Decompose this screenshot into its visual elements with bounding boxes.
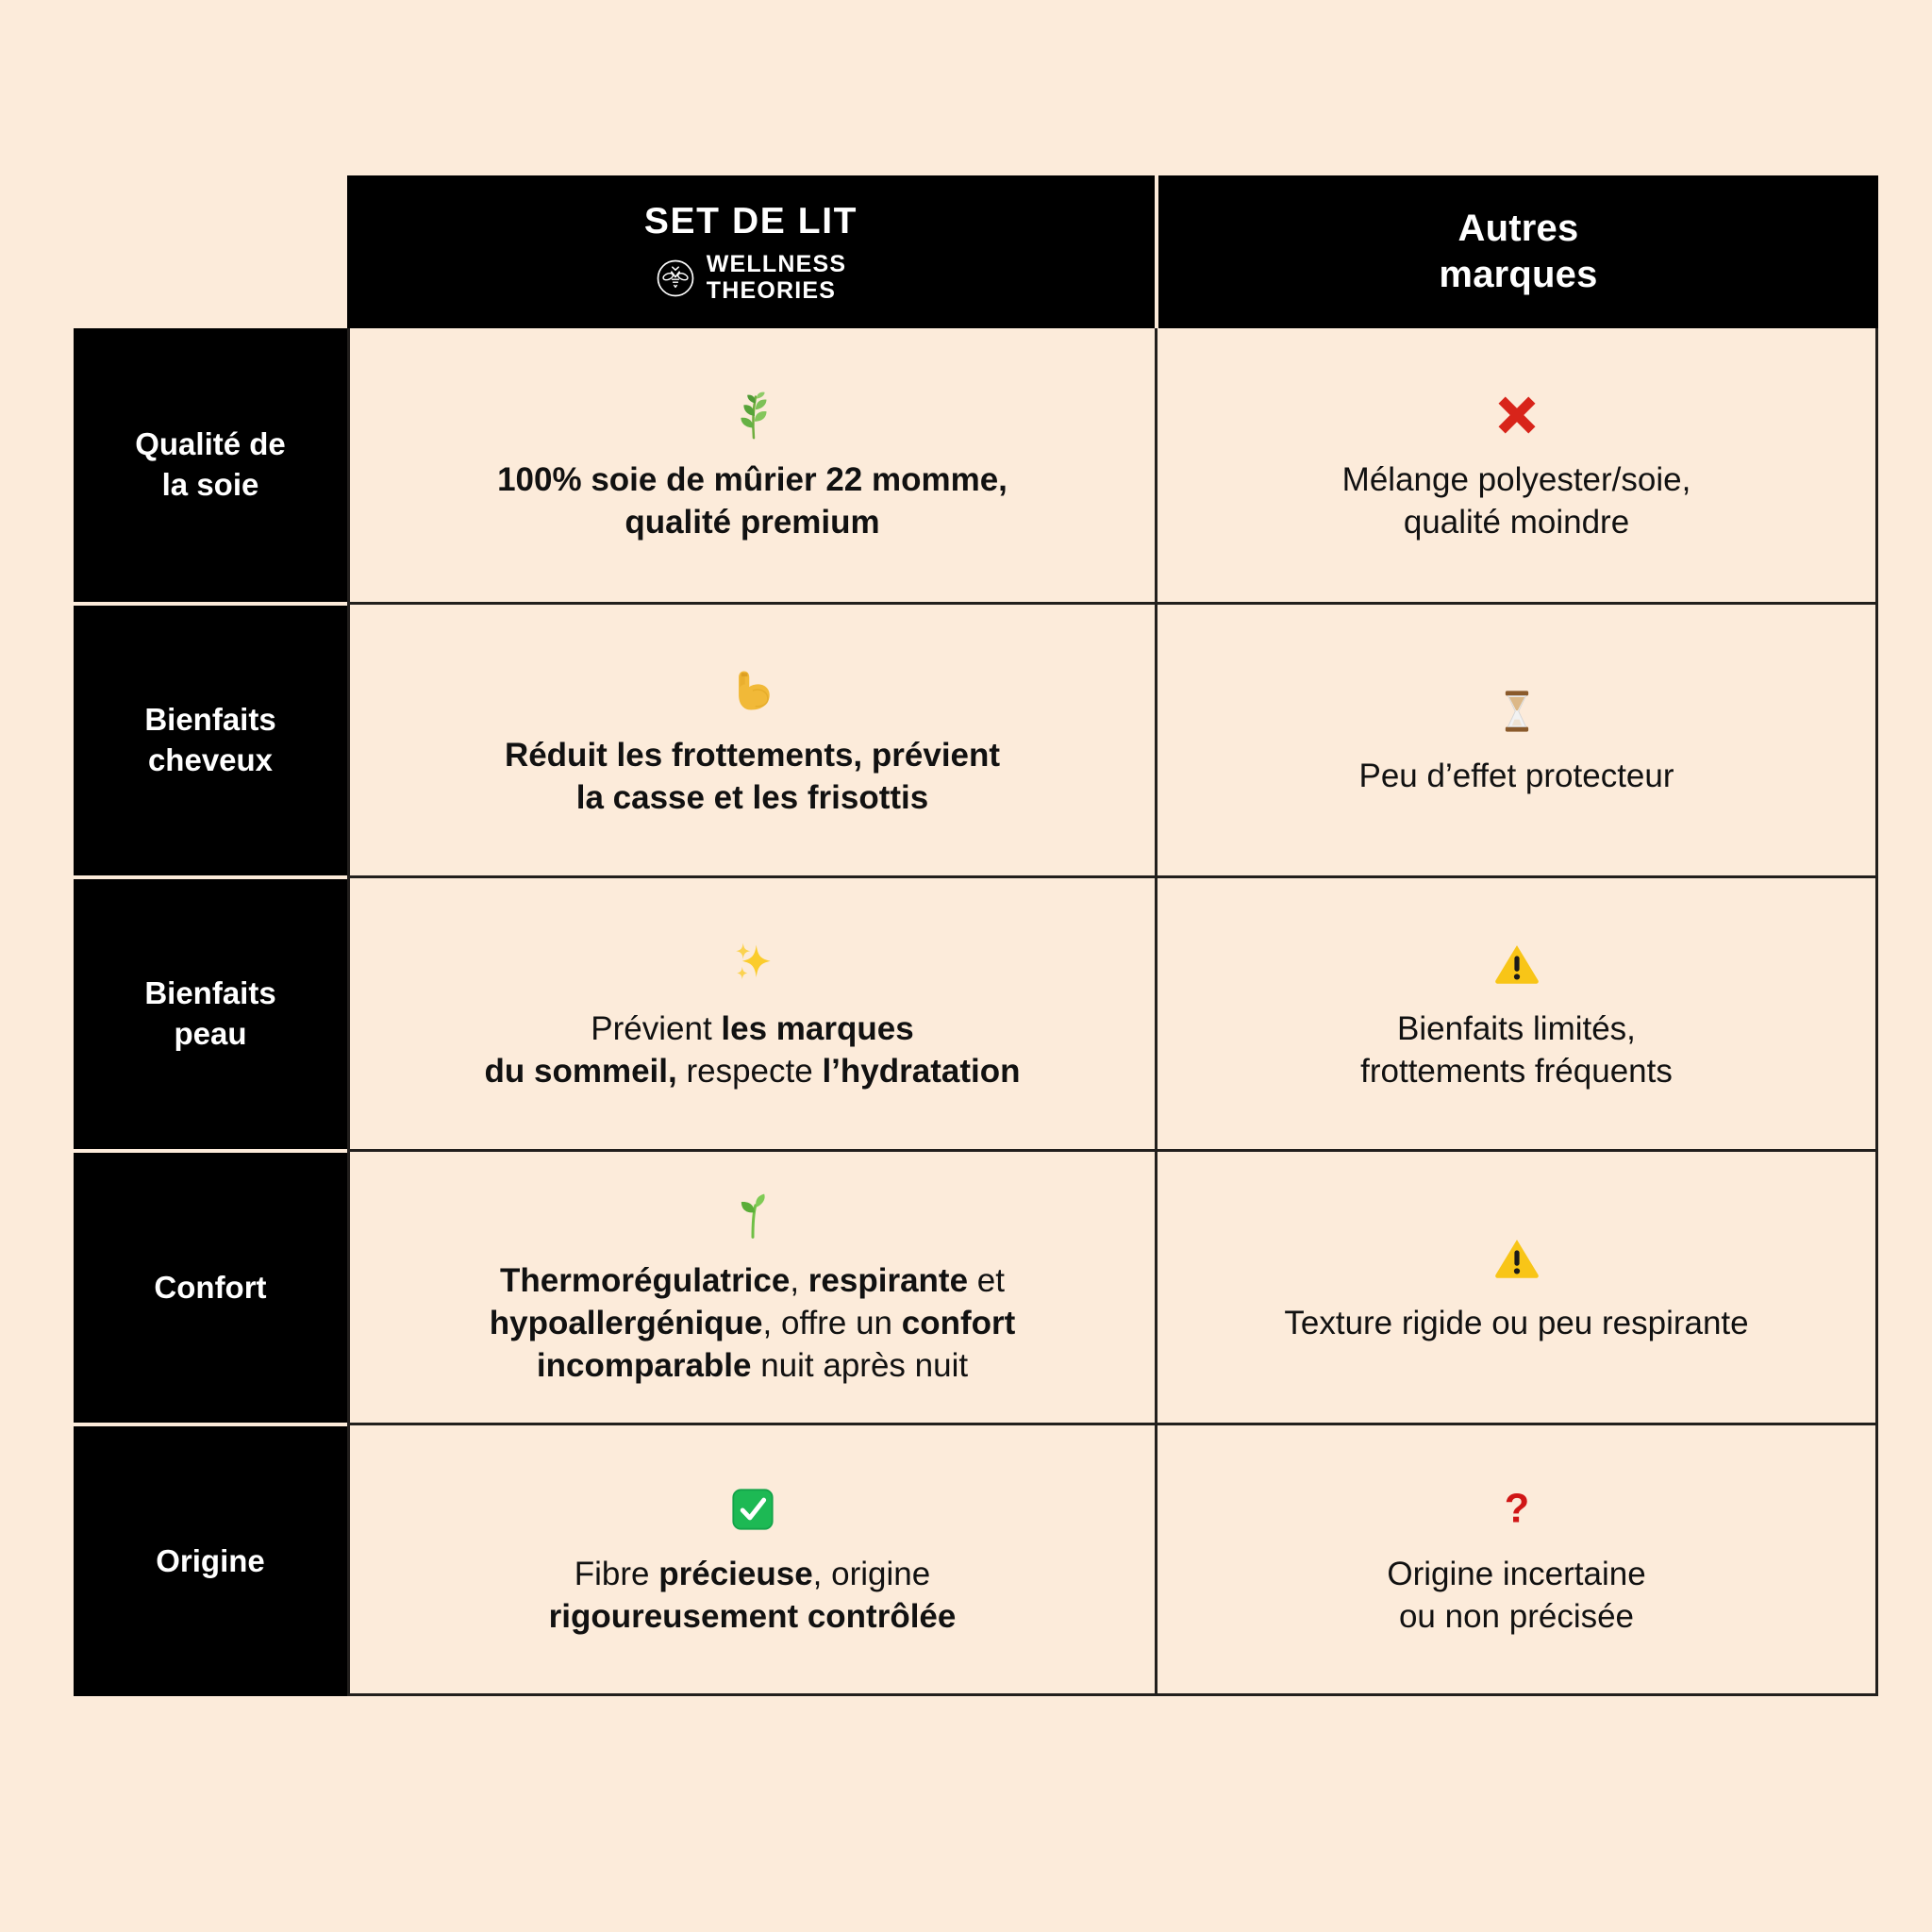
row-label-confort: Confort [74, 1149, 347, 1423]
green-check-box-emoji [727, 1480, 778, 1539]
header-corner-spacer [74, 175, 347, 328]
cell-other-bienfaits-peau: Bienfaits limités,frottements fréquents [1155, 875, 1878, 1149]
herb-leaf-emoji [725, 386, 780, 444]
header-ours: SET DE LIT WELLNESS THEORIES [347, 175, 1155, 328]
row-label-qualite-de-la-soie: Qualité de la soie [74, 328, 347, 602]
header-other: Autres marques [1158, 175, 1878, 328]
cell-other-text: Mélange polyester/soie,qualité moindre [1341, 461, 1691, 541]
cell-other-text: Peu d’effet protecteur [1358, 758, 1674, 795]
svg-text:?: ? [1504, 1487, 1528, 1532]
sparkles-emoji [726, 935, 779, 993]
cell-other-text: Texture rigide ou peu respirante [1284, 1305, 1749, 1342]
hourglass-emoji [1492, 682, 1541, 741]
brand-line-1: WELLNESS [706, 251, 847, 278]
row-label-bienfaits-cheveux: Bienfaits cheveux [74, 602, 347, 875]
cell-other-qualite-de-la-soie: Mélange polyester/soie,qualité moindre [1155, 328, 1878, 602]
bee-in-circle-icon [656, 258, 695, 298]
brand-line-2: THEORIES [706, 276, 837, 304]
cell-ours-qualite-de-la-soie: 100% soie de mûrier 22 momme,qualité pre… [347, 328, 1155, 602]
comparison-table: SET DE LIT WELLNESS THEORIES [74, 175, 1878, 1696]
cell-other-text: Bienfaits limités,frottements fréquents [1360, 1009, 1673, 1090]
cell-other-bienfaits-cheveux: Peu d’effet protecteur [1155, 602, 1878, 875]
header-ours-brand: WELLNESS THEORIES [656, 252, 847, 304]
red-question-mark-emoji: ? [1493, 1480, 1541, 1539]
warning-triangle-emoji [1491, 1229, 1543, 1288]
cell-ours-text: 100% soie de mûrier 22 momme,qualité pre… [497, 461, 1008, 541]
header-ours-title: SET DE LIT [643, 200, 858, 242]
row-label-bienfaits-peau: Bienfaits peau [74, 875, 347, 1149]
warning-triangle-emoji [1491, 935, 1543, 993]
red-cross-mark-emoji [1491, 386, 1543, 444]
row-label-origine: Origine [74, 1423, 347, 1696]
header-other-title: Autres marques [1439, 208, 1598, 295]
seedling-emoji [726, 1187, 779, 1245]
header-brand-text: WELLNESS THEORIES [707, 252, 847, 304]
cell-other-confort: Texture rigide ou peu respirante [1155, 1149, 1878, 1423]
flexed-biceps-emoji [726, 661, 779, 720]
